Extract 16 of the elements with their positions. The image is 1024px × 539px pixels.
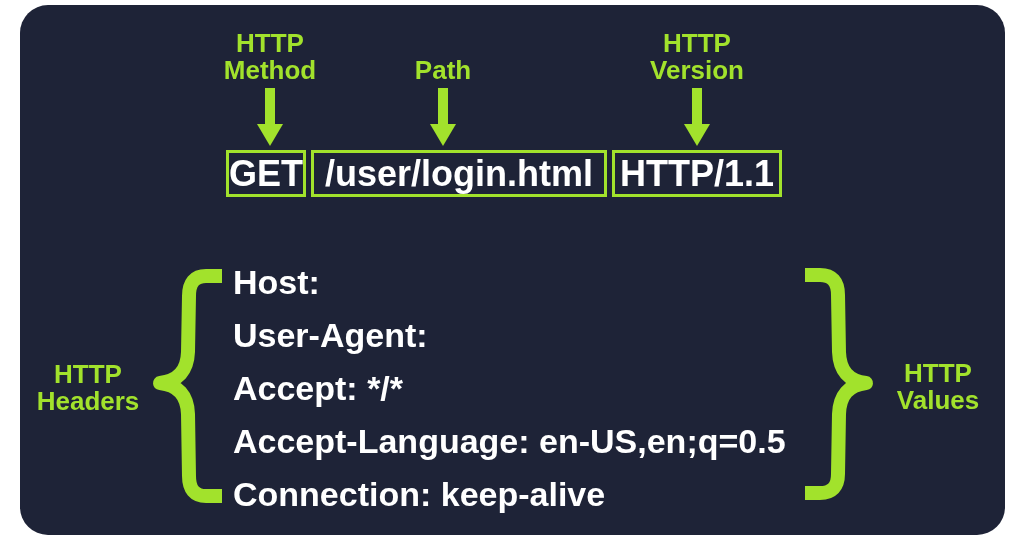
- arrow: [430, 88, 456, 146]
- callout-label: HTTP Version: [637, 30, 757, 84]
- arrow: [257, 88, 283, 146]
- header-line: Host:: [233, 262, 320, 302]
- header-line: Accept: */*: [233, 368, 404, 408]
- request-part-box: HTTP/1.1: [612, 150, 782, 197]
- header-line: Accept-Language: en-US,en;q=0.5: [233, 421, 786, 461]
- request-part-box: /user/login.html: [311, 150, 607, 197]
- arrow: [684, 88, 710, 146]
- request-part-box: GET: [226, 150, 306, 197]
- callout-label: Path: [383, 57, 503, 84]
- header-line: Connection: keep-alive: [233, 474, 606, 514]
- bracket-label: HTTP Values: [895, 360, 981, 414]
- header-line: User-Agent:: [233, 315, 428, 355]
- callout-label: HTTP Method: [210, 30, 330, 84]
- bracket-label: HTTP Headers: [35, 361, 141, 415]
